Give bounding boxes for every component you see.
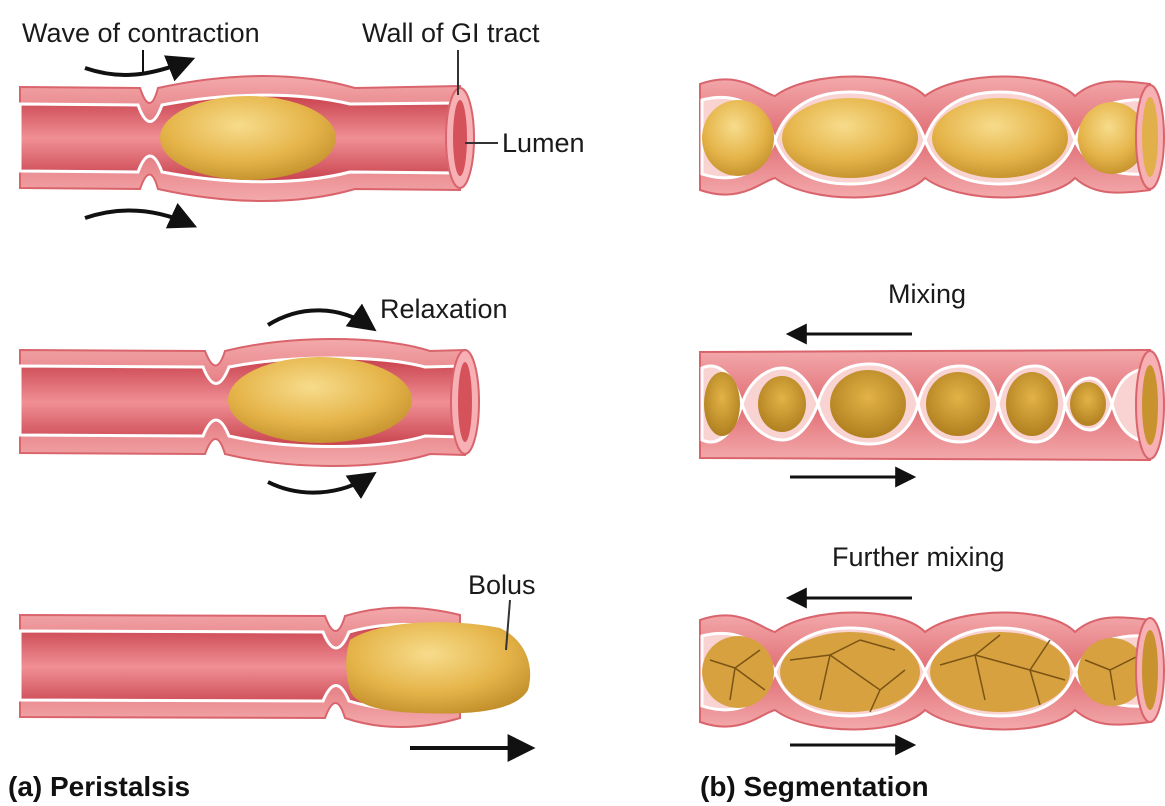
chyme-segment [932, 98, 1068, 178]
bolus-mass [346, 622, 530, 713]
curved-arrow-icon [268, 475, 372, 493]
curved-arrow-icon [268, 310, 372, 328]
chyme-segment [1006, 372, 1058, 436]
caption-segmentation: (b) Segmentation [700, 771, 929, 802]
segmentation-tube-2 [700, 350, 1164, 460]
label-lumen: Lumen [502, 128, 585, 158]
curved-arrow-icon [85, 210, 192, 225]
peristalsis-tube-3 [20, 608, 530, 727]
chyme-segment [782, 98, 918, 178]
curved-arrow-icon [85, 60, 190, 75]
chyme-segment [704, 372, 740, 436]
label-wave-of-contraction: Wave of contraction [22, 18, 260, 48]
chyme-segment [702, 636, 774, 708]
chyme-segment [930, 632, 1070, 712]
label-wall-of-gi-tract: Wall of GI tract [362, 18, 540, 48]
peristalsis-tube-1 [20, 76, 474, 201]
chyme-segment [702, 100, 774, 176]
segmentation-tube-1 [700, 77, 1164, 198]
label-mixing: Mixing [888, 279, 966, 309]
chyme-segment [830, 370, 906, 438]
chyme-segment [780, 632, 920, 712]
label-bolus: Bolus [468, 570, 536, 600]
chyme-segment [926, 372, 990, 436]
segmentation-tube-3 [700, 613, 1164, 730]
chyme-segment [1070, 382, 1106, 426]
bolus-mass [228, 357, 412, 443]
label-relaxation: Relaxation [380, 294, 508, 324]
caption-peristalsis: (a) Peristalsis [8, 771, 190, 802]
label-further-mixing: Further mixing [832, 542, 1005, 572]
bolus-mass [160, 96, 336, 180]
chyme-segment [758, 376, 806, 432]
peristalsis-tube-2 [20, 339, 479, 466]
